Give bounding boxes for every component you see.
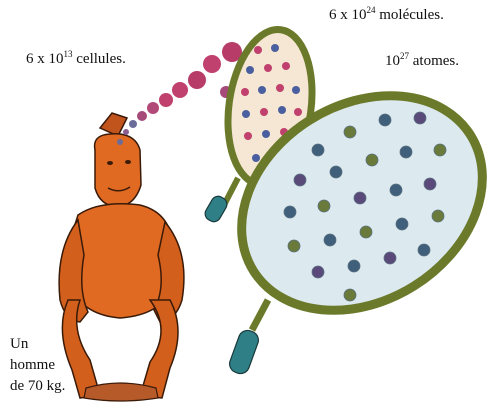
cell bbox=[172, 82, 188, 98]
human-figure bbox=[59, 113, 184, 401]
left-eye bbox=[107, 161, 113, 165]
head-lid bbox=[100, 113, 127, 136]
cell bbox=[137, 111, 147, 121]
human-label: Un homme de 70 kg. bbox=[10, 334, 65, 397]
human-label-line-3: de 70 kg. bbox=[10, 376, 65, 397]
cell bbox=[129, 120, 137, 128]
cell bbox=[117, 139, 123, 145]
cell bbox=[159, 93, 173, 107]
right-eye bbox=[125, 160, 131, 164]
head bbox=[95, 134, 141, 207]
seat bbox=[84, 383, 158, 401]
cell bbox=[188, 71, 206, 89]
human-label-line-1: Un bbox=[10, 334, 65, 355]
cell bbox=[147, 102, 159, 114]
molecules-label: 6 x 1024 molécules. bbox=[329, 6, 444, 24]
cell bbox=[203, 55, 221, 73]
large-lens-handle bbox=[252, 300, 268, 330]
cell bbox=[123, 129, 129, 135]
cells-label: 6 x 1013 cellules. bbox=[26, 50, 126, 68]
human-label-line-2: homme bbox=[10, 355, 65, 376]
large-handle-grip bbox=[227, 328, 261, 376]
atoms-label: 1027 atomes. bbox=[385, 52, 459, 70]
right-leg bbox=[140, 300, 178, 398]
